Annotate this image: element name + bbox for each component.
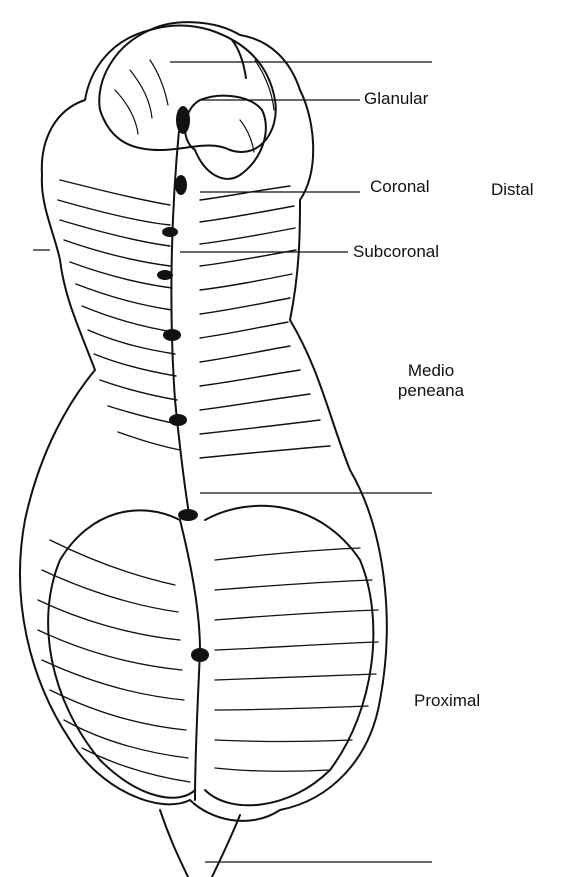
mark-shaft-1 <box>157 270 173 280</box>
label-medio-peneana: Medio peneana <box>376 361 486 402</box>
cord-right <box>212 815 240 877</box>
mark-shaft-3 <box>169 414 187 426</box>
glans-outline <box>99 26 276 152</box>
meatus-line <box>232 40 246 78</box>
label-glanular: Glanular <box>364 89 428 109</box>
mark-glanular <box>176 106 190 134</box>
label-medio-line1: Medio <box>376 361 486 381</box>
glans-hatching <box>115 60 274 152</box>
mark-penoscrotal <box>178 509 198 521</box>
mark-scrotal <box>191 648 209 662</box>
label-subcoronal: Subcoronal <box>353 242 439 262</box>
label-proximal: Proximal <box>414 691 480 711</box>
glans-inner-fold <box>185 96 266 179</box>
label-distal: Distal <box>491 180 534 200</box>
label-medio-line2: peneana <box>376 381 486 401</box>
mark-shaft-2 <box>163 329 181 341</box>
scrotal-right-lobe <box>205 506 373 805</box>
mark-coronal <box>175 175 187 195</box>
mark-subcoronal <box>162 227 178 237</box>
label-coronal: Coronal <box>370 177 430 197</box>
cord-left <box>160 810 188 877</box>
scrotal-left-lobe <box>48 510 195 797</box>
meatal-position-marks <box>157 106 209 662</box>
